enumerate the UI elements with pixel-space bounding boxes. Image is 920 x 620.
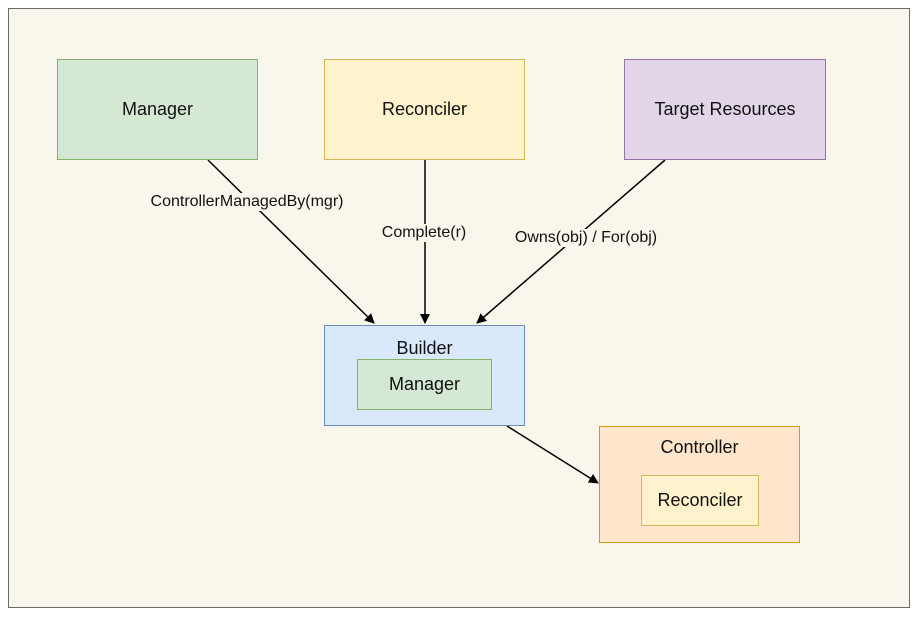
edge-label-owns-for: Owns(obj) / For(obj) — [512, 229, 660, 247]
controller-reconciler-node-label: Reconciler — [657, 490, 743, 510]
manager-node-label: Manager — [121, 99, 194, 119]
target-resources-node-label: Target Resources — [654, 99, 796, 119]
edge-label-controller-managed-by: ControllerManagedBy(mgr) — [148, 193, 346, 211]
controller-reconciler-node[interactable]: Reconciler — [641, 475, 759, 526]
builder-manager-node-label: Manager — [388, 374, 461, 394]
target-resources-node[interactable]: Target Resources — [624, 59, 826, 160]
manager-node[interactable]: Manager — [57, 59, 258, 160]
controller-node-label: Controller — [660, 437, 739, 457]
reconciler-node-label: Reconciler — [381, 99, 468, 119]
reconciler-node[interactable]: Reconciler — [324, 59, 525, 160]
builder-node-label: Builder — [396, 338, 453, 358]
edge-label-complete: Complete(r) — [379, 224, 469, 242]
builder-manager-node[interactable]: Manager — [357, 359, 492, 410]
